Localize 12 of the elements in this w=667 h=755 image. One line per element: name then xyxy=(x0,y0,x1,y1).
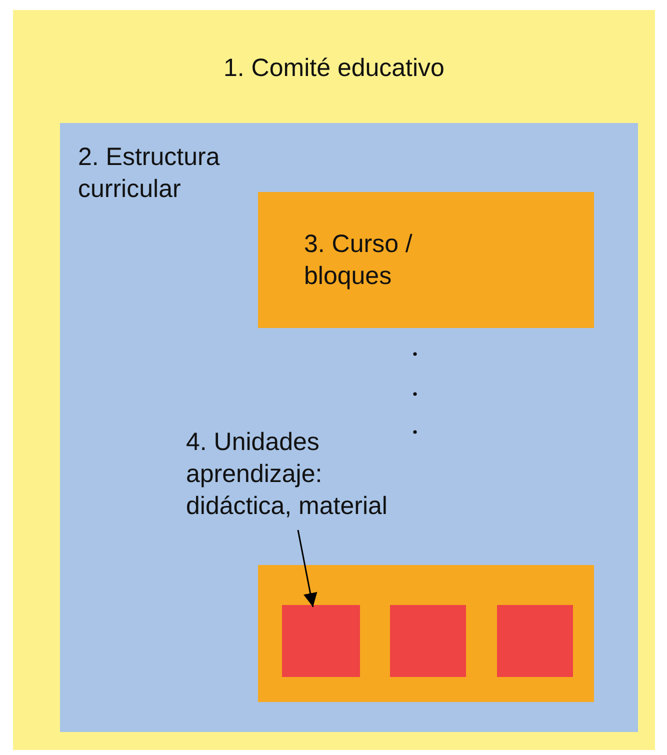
inner-panel xyxy=(60,123,638,732)
node-label: 1. Comité educativo xyxy=(222,53,446,84)
node-label: 3. Curso / bloques xyxy=(304,229,414,292)
unit-square xyxy=(282,605,360,677)
arrow xyxy=(297,530,318,608)
outer-panel xyxy=(13,10,655,750)
container-box xyxy=(258,565,594,702)
course-box xyxy=(258,192,594,328)
unit-square xyxy=(390,605,466,677)
unit-square xyxy=(497,605,573,677)
annotation-text: 4. Unidades aprendizaje: didáctica, material xyxy=(186,427,388,522)
node-label: 2. Estructura curricular xyxy=(78,142,221,205)
